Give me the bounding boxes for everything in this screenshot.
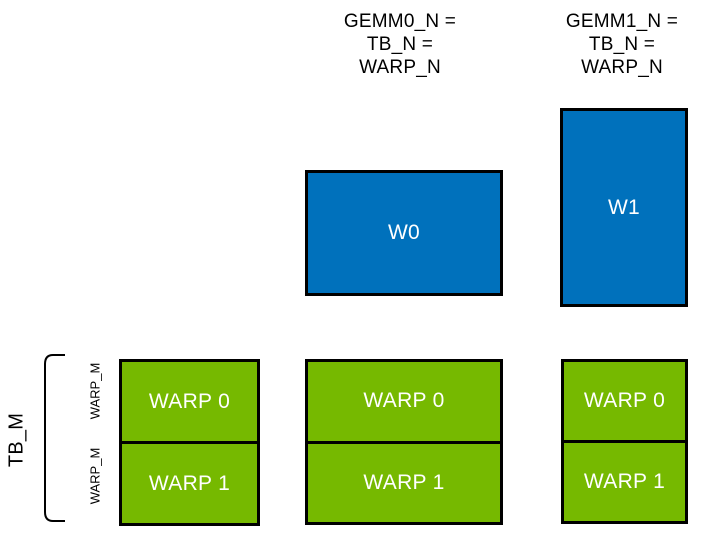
gemm0-n-header: GEMM0_N = TB_N = WARP_N	[343, 11, 457, 78]
warp-m-label-top: WARP_M	[87, 362, 103, 420]
threadblock-tile-right: WARP 0 WARP 1	[561, 359, 688, 524]
warp-m-label-bottom: WARP_M	[87, 447, 103, 505]
w0-label: W0	[387, 221, 421, 244]
warp1-cell: WARP 1	[308, 440, 500, 523]
tb-m-label: TB_M	[5, 412, 28, 468]
w0-box: W0	[305, 170, 503, 296]
w1-box: W1	[560, 108, 688, 307]
tb-m-bracket	[44, 354, 65, 522]
threadblock-tile-left: WARP 0 WARP 1	[119, 359, 260, 526]
warp0-cell: WARP 0	[148, 389, 231, 413]
gemm1-n-header: GEMM1_N = TB_N = WARP_N	[565, 11, 679, 78]
threadblock-tile-middle: WARP 0 WARP 1	[305, 359, 503, 525]
warp0-cell: WARP 0	[583, 389, 666, 412]
warp0-cell: WARP 0	[363, 389, 445, 413]
warp1-cell: WARP 1	[122, 441, 257, 523]
w1-label: W1	[607, 195, 641, 219]
warp1-cell: WARP 1	[564, 440, 685, 521]
